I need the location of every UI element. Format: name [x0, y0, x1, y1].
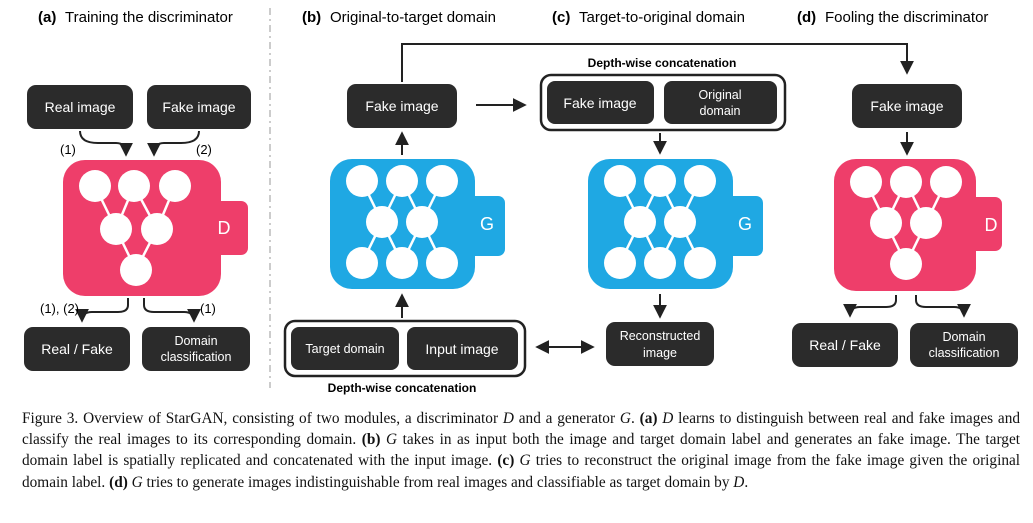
arrow-fake-b-to-d [401, 43, 914, 82]
svg-text:Fake image: Fake image [870, 98, 943, 114]
svg-text:D: D [218, 218, 231, 238]
svg-text:Real / Fake: Real / Fake [41, 341, 113, 357]
caption-a-tag: (a) [639, 410, 658, 427]
caption-g-symbol: G [519, 452, 531, 470]
svg-text:Input image: Input image [425, 341, 498, 357]
svg-text:classification: classification [929, 346, 1000, 360]
depthwise-label-c: Depth-wise concatenation [588, 56, 737, 70]
box-fake-image-b: Fake image [347, 84, 457, 128]
panel-title-a: (a) Training the discriminator [38, 9, 233, 26]
svg-text:Training the discriminator: Training the discriminator [65, 9, 233, 26]
caption-end: . [744, 473, 749, 491]
box-real-fake-d: Real / Fake [792, 323, 898, 367]
caption-d-symbol: D [662, 410, 674, 427]
svg-text:Target domain: Target domain [305, 342, 384, 356]
caption-b-text: takes in as input both the image and tar… [22, 431, 1020, 470]
depthwise-label-b: Depth-wise concatenation [328, 381, 477, 395]
svg-text:Fake image: Fake image [563, 95, 636, 111]
svg-text:Original: Original [698, 88, 741, 102]
edge-label-2-a: (2) [196, 142, 212, 157]
box-fake-image-a: Fake image [147, 85, 251, 129]
arrow-d-to-realfake [75, 298, 129, 323]
panel-title-d: (d) Fooling the discriminator [797, 9, 988, 26]
svg-text:Fake image: Fake image [365, 98, 438, 114]
svg-text:Domain: Domain [174, 334, 217, 348]
arrow-fake-to-d [147, 130, 200, 157]
concat-group-b: Target domain Input image [283, 319, 527, 378]
box-fake-image-d: Fake image [852, 84, 962, 128]
generator-network-c: G [588, 159, 763, 289]
caption-c-tag: (c) [497, 452, 515, 470]
box-real-fake-a: Real / Fake [24, 327, 130, 371]
svg-text:Fooling the discriminator: Fooling the discriminator [825, 9, 988, 26]
svg-text:(b): (b) [302, 9, 321, 26]
svg-text:Target-to-original domain: Target-to-original domain [579, 9, 745, 26]
panel-title-b: (b) Original-to-target domain [302, 9, 496, 26]
edge-label-12-a: (1), (2) [40, 301, 79, 316]
arrow-d-to-realfake-d [843, 295, 897, 318]
caption-d-tag: (d) [109, 473, 128, 491]
discriminator-network-d: D [834, 159, 1002, 291]
svg-text:(c): (c) [552, 9, 570, 26]
generator-network-b: G [330, 159, 505, 289]
arrow-d-to-domcls-d [915, 295, 971, 318]
svg-text:(d): (d) [797, 9, 816, 26]
edge-label-1b-a: (1) [200, 301, 216, 316]
caption-d-symbol: D [733, 473, 745, 491]
figure-caption: Figure 3. Overview of StarGAN, consistin… [22, 410, 1021, 491]
svg-text:G: G [480, 214, 494, 234]
svg-text:Real image: Real image [45, 99, 116, 115]
box-reconstructed-image-c: Reconstructed image [606, 322, 714, 366]
arrow-real-to-d [79, 130, 133, 157]
caption-and-gen: and a generator [518, 410, 616, 427]
panel-title-c: (c) Target-to-original domain [552, 9, 745, 26]
svg-text:D: D [985, 215, 998, 235]
box-real-image-a: Real image [27, 85, 133, 129]
svg-text:image: image [643, 346, 677, 360]
box-domain-classification-d: Domain classification [910, 323, 1018, 367]
svg-text:Reconstructed: Reconstructed [620, 329, 701, 343]
svg-text:G: G [738, 214, 752, 234]
svg-text:Real / Fake: Real / Fake [809, 337, 881, 353]
caption-c-text: tries to reconstruct the original image … [22, 452, 1021, 491]
svg-text:Domain: Domain [942, 330, 985, 344]
arrow-d-to-domcls [143, 298, 201, 323]
caption-g-symbol: G [619, 410, 631, 427]
svg-text:classification: classification [161, 350, 232, 364]
svg-text:Fake image: Fake image [162, 99, 235, 115]
caption-figure-label: Figure 3. [22, 410, 79, 427]
svg-text:Original-to-target domain: Original-to-target domain [330, 9, 496, 26]
discriminator-network-a: D [63, 160, 248, 296]
caption-g-symbol: G [131, 473, 143, 491]
caption-d-symbol: D [502, 410, 514, 427]
box-domain-classification-a: Domain classification [142, 327, 250, 371]
svg-text:(a): (a) [38, 9, 56, 26]
caption-intro: Overview of StarGAN, consisting of two m… [83, 410, 499, 427]
caption-a-text: learns to distinguish between real and f… [22, 410, 1021, 449]
svg-text:domain: domain [700, 104, 741, 118]
edge-label-1-a: (1) [60, 142, 76, 157]
caption-b-tag: (b) [361, 431, 381, 449]
concat-group-c: Fake image Original domain [539, 73, 787, 132]
stargan-diagram: (a) Training the discriminator (b) Origi… [24, 8, 1018, 395]
caption-g-symbol: G [385, 431, 398, 449]
caption-d-text: tries to generate images indistinguishab… [146, 473, 730, 491]
